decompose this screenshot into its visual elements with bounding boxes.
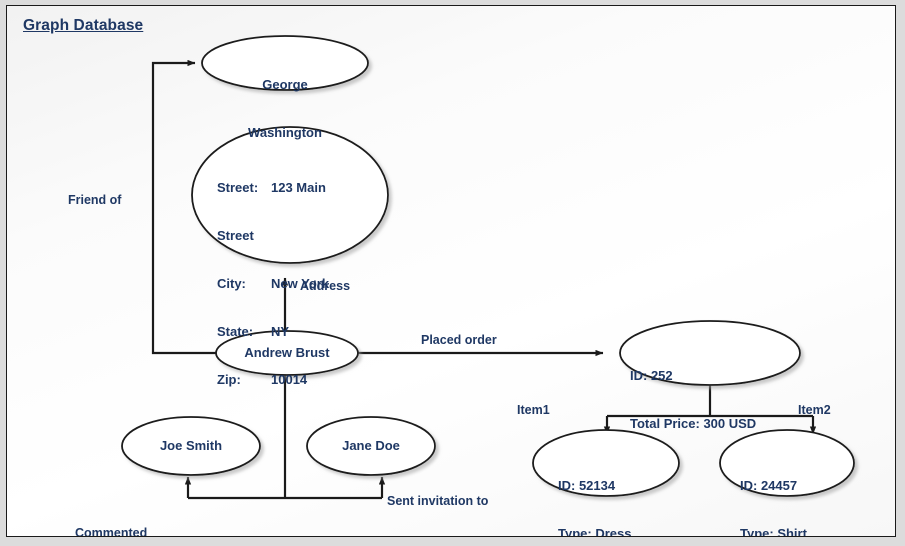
george-washington-ellipse[interactable]	[201, 35, 369, 91]
commented-line-1: Commented	[75, 526, 148, 537]
edge-friend-of	[151, 59, 216, 355]
jane-doe-ellipse[interactable]	[306, 416, 436, 476]
andrew-brust-ellipse[interactable]	[215, 330, 359, 376]
diagram-frame: Graph Database George Washington Street:…	[6, 5, 896, 537]
joe-smith-ellipse[interactable]	[121, 416, 261, 476]
item2-ellipse[interactable]	[719, 429, 855, 497]
diagram-canvas	[121, 35, 855, 500]
edge-label-address: Address	[300, 279, 351, 293]
address-ellipse[interactable]	[191, 126, 389, 264]
page-title: Graph Database	[23, 17, 144, 34]
edge-label-sent-invitation-to: Sent invitation to	[387, 494, 489, 508]
item1-ellipse[interactable]	[532, 429, 680, 497]
edge-label-item2: Item2	[798, 403, 831, 417]
edge-label-placed-order: Placed order	[421, 333, 497, 347]
edge-label-commented-on-photo-by: Commented on photo by	[75, 493, 148, 537]
order-ellipse[interactable]	[619, 320, 801, 386]
edge-label-item1: Item1	[517, 403, 550, 417]
edge-label-friend-of: Friend of	[68, 193, 122, 207]
